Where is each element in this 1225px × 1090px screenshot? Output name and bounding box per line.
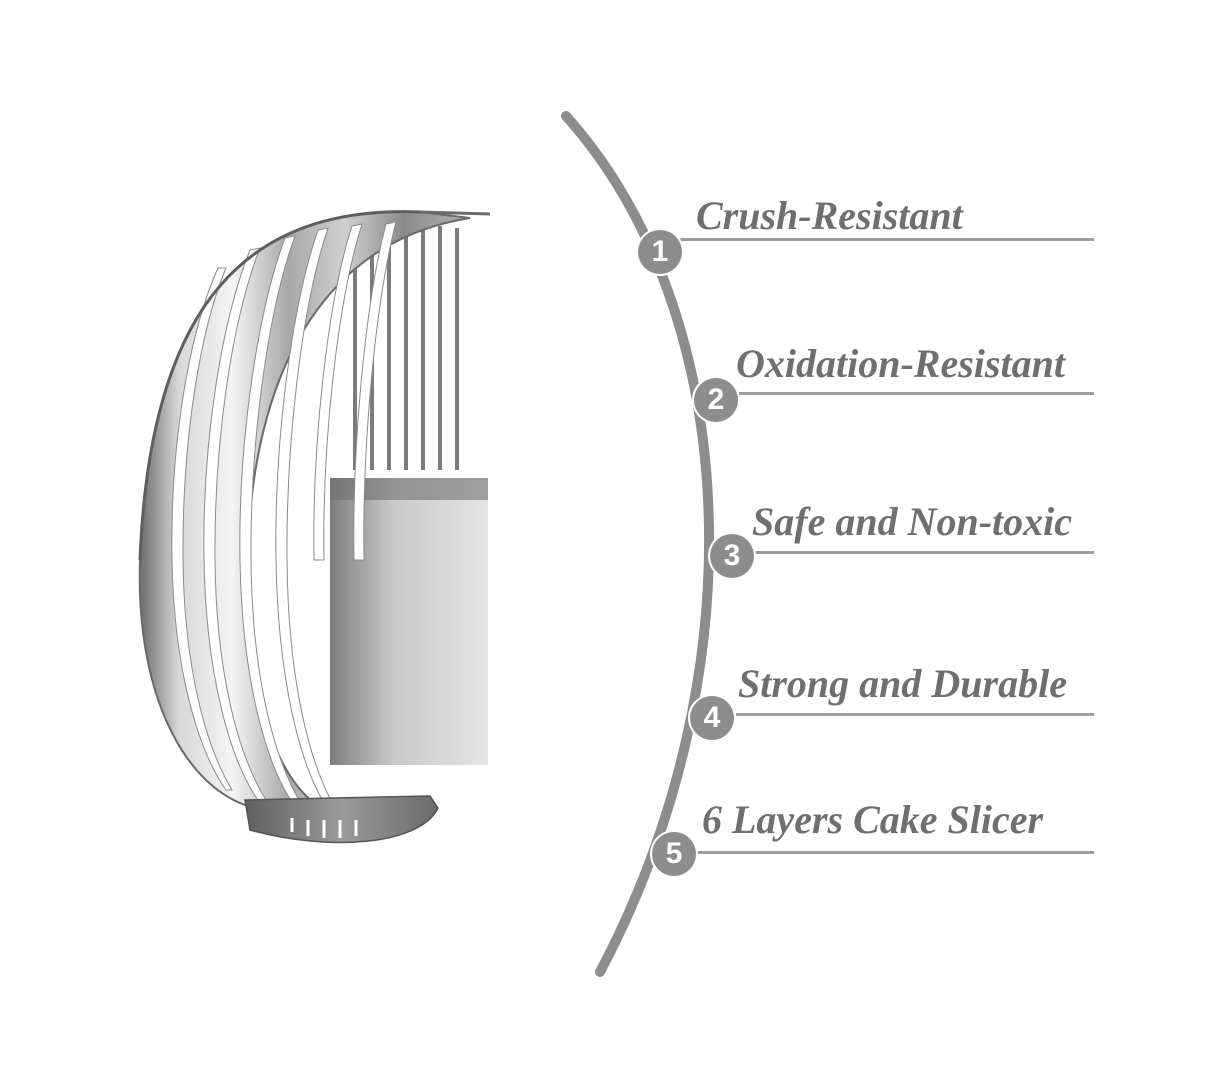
feature-4-label: Strong and Durable <box>738 661 1067 706</box>
feature-2-badge: 2 <box>694 378 738 422</box>
feature-1-badge: 1 <box>638 230 682 274</box>
feature-5-label: 6 Layers Cake Slicer <box>702 797 1044 842</box>
feature-1-line <box>678 238 1094 241</box>
feature-3-badge: 3 <box>710 534 754 578</box>
cake-slicer-ring-image <box>138 210 491 844</box>
feature-2-line <box>736 392 1094 395</box>
feature-3-label: Safe and Non-toxic <box>752 499 1072 544</box>
feature-5-badge: 5 <box>652 832 696 876</box>
feature-3-line <box>752 551 1094 554</box>
feature-5-line <box>694 851 1094 854</box>
feature-4-line <box>736 713 1094 716</box>
feature-1-label: Crush-Resistant <box>696 193 963 238</box>
feature-4-badge: 4 <box>690 696 734 740</box>
feature-2-label: Oxidation-Resistant <box>736 341 1065 386</box>
